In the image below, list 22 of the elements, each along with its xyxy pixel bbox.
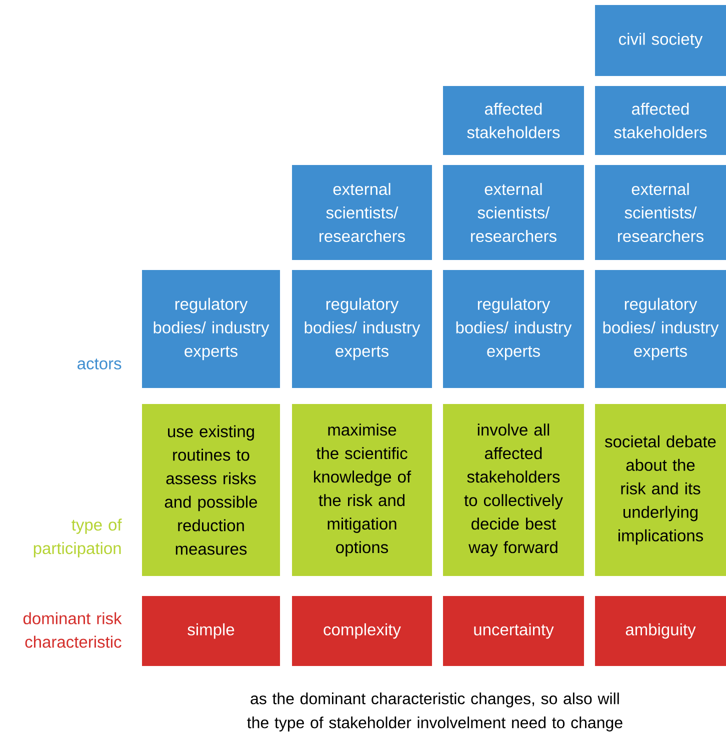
row-label: type of participation (34, 518, 122, 558)
actor-box: regulatory bodies/ industry experts (142, 270, 280, 388)
actor-box: external scientists/ researchers (292, 165, 432, 260)
participation-box: involve all affected stakeholders to collectively decide best way forward (443, 404, 584, 576)
actor-box: external scientists/ researchers (595, 165, 726, 260)
participation-box: societal debate about the risk and its underlying implications (595, 404, 726, 576)
actor-box: regulatory bodies/ industry experts (292, 270, 432, 388)
actor-box: affected stakeholders (595, 86, 726, 155)
participation-box: use existing routines to assess risks and possible reduction measures (142, 404, 280, 576)
row-label: actors (78, 358, 122, 370)
row-label: dominant risk characteristic (23, 612, 122, 648)
actor-box: external scientists/ researchers (443, 165, 584, 260)
actor-box: regulatory bodies/ industry experts (595, 270, 726, 388)
actor-box: affected stakeholders (443, 86, 584, 155)
risk-box: ambiguity (595, 596, 726, 666)
actor-box: regulatory bodies/ industry experts (443, 270, 584, 388)
actor-box: civil society (595, 5, 726, 76)
risk-box: complexity (292, 596, 432, 666)
caption: as the dominant characteristic changes, so also will the type of stakeholder involvelment need to change (247, 692, 622, 732)
risk-box: uncertainty (443, 596, 584, 666)
risk-box: simple (142, 596, 280, 666)
participation-box: maximise the scientific knowledge of the risk and mitigation options (292, 404, 432, 576)
